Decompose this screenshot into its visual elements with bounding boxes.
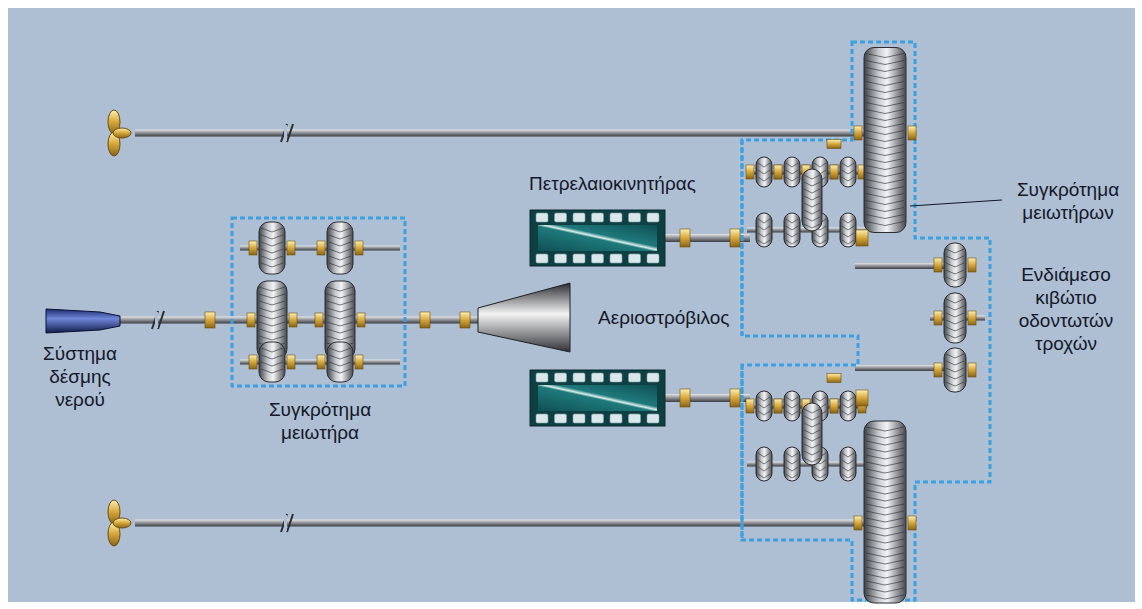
gear-wheel (756, 447, 772, 481)
coupling (908, 126, 916, 140)
coupling (680, 229, 690, 247)
part-label: Πετρελαιοκινητήρας (505, 172, 720, 195)
coupling (249, 355, 257, 369)
coupling (680, 389, 690, 407)
gear-wheel (864, 421, 906, 603)
coupling (420, 312, 430, 328)
part-label: Σύστημα δέσμης νερού (30, 342, 130, 411)
coupling (856, 230, 868, 246)
coupling (968, 363, 976, 377)
coupling (247, 313, 255, 327)
diesel-engine (530, 210, 665, 266)
gear-wheel (784, 447, 800, 481)
gear-wheel (840, 447, 856, 481)
coupling (730, 389, 740, 407)
coupling (357, 313, 365, 327)
gear-wheel (756, 213, 772, 247)
coupling (830, 399, 838, 413)
coupling (746, 399, 754, 413)
gear-wheel (327, 342, 353, 382)
coupling (774, 399, 782, 413)
coupling (934, 363, 942, 377)
shaft-break (152, 311, 164, 329)
gear-wheel (840, 157, 856, 187)
gear-wheel (784, 391, 800, 421)
gear-wheel (259, 342, 285, 382)
water-jet-nozzle (46, 309, 120, 333)
part-label: Συγκρότημα μειωτήρων (1004, 178, 1132, 224)
gear-wheel (944, 243, 966, 287)
coupling (854, 126, 862, 140)
gear-wheel (944, 293, 966, 343)
coupling (856, 390, 868, 406)
shaft (135, 520, 870, 527)
gas-turbine (478, 283, 570, 352)
coupling (968, 258, 976, 272)
coupling (830, 165, 838, 179)
coupling (317, 355, 325, 369)
coupling (315, 313, 323, 327)
coupling (730, 229, 740, 247)
coupling (934, 311, 942, 325)
coupling (968, 311, 976, 325)
gear-wheel (864, 48, 906, 233)
coupling (908, 516, 916, 530)
part-label: Αεριοστρόβιλος (598, 306, 768, 329)
gear-wheel (944, 348, 966, 392)
coupling (287, 355, 295, 369)
shaft (135, 130, 870, 137)
diesel-engine (530, 370, 665, 426)
coupling (827, 140, 841, 149)
gear-wheel (802, 403, 822, 465)
propeller (108, 500, 131, 546)
coupling (317, 241, 325, 255)
coupling (355, 241, 363, 255)
leader-line (910, 200, 1002, 206)
coupling (774, 399, 782, 413)
coupling (460, 312, 470, 328)
gear-wheel (840, 391, 856, 421)
coupling (774, 165, 782, 179)
coupling (287, 241, 295, 255)
coupling (830, 399, 838, 413)
coupling (205, 312, 215, 328)
coupling (934, 258, 942, 272)
shaft-break (281, 124, 293, 142)
coupling (289, 313, 297, 327)
coupling (827, 374, 841, 383)
coupling (249, 241, 257, 255)
coupling (830, 165, 838, 179)
gear-wheel (840, 213, 856, 247)
gear-wheel (756, 157, 772, 187)
part-label: Ενδιάμεσο κιβώτιο οδοντωτών τροχών (1002, 263, 1130, 355)
gear-wheel (784, 157, 800, 187)
shaft-break (281, 514, 293, 532)
coupling (746, 165, 754, 179)
gear-wheel (784, 213, 800, 247)
gear-wheel (756, 391, 772, 421)
propeller (108, 110, 131, 156)
part-label: Συγκρότημα μειωτήρα (250, 398, 390, 444)
coupling (854, 516, 862, 530)
coupling (355, 355, 363, 369)
gear-wheel (259, 222, 285, 274)
gear-wheel (327, 222, 353, 274)
gear-wheel (802, 169, 822, 231)
coupling (774, 165, 782, 179)
